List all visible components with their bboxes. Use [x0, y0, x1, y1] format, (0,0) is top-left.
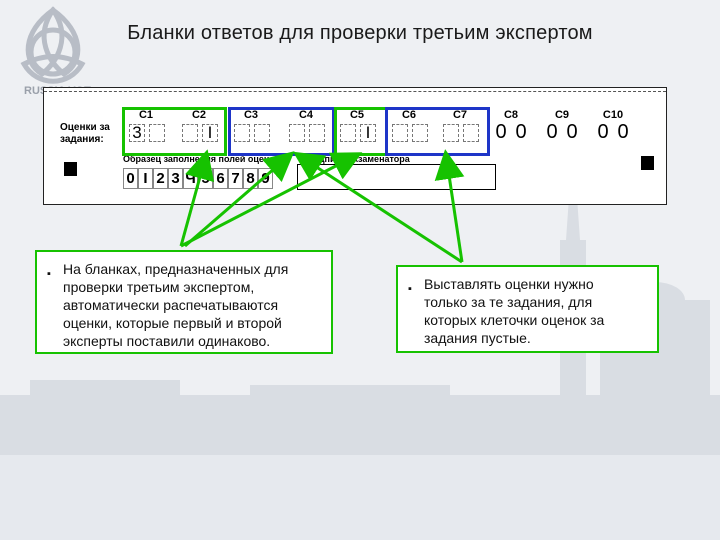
callout-line: автоматически распечатываются [63, 297, 279, 313]
score-cell-c4-2[interactable] [309, 124, 325, 142]
sample-digit: 3 [168, 168, 183, 189]
square-bullet-icon: ▪ [408, 283, 412, 295]
score-cell-c3-1[interactable] [234, 124, 250, 142]
column-header-c9: C9 [554, 109, 570, 121]
callout-line: оценки, которые первый и второй [63, 315, 282, 331]
scores-label-line2: задания: [60, 134, 104, 145]
callout-line: задания пустые. [424, 330, 531, 346]
sample-digit: 2 [153, 168, 168, 189]
sample-digit: 6 [213, 168, 228, 189]
score-cell-c6-2[interactable] [412, 124, 428, 142]
callout-right-text: Выставлять оценки нужно только за те зада… [424, 275, 604, 347]
signature-field[interactable] [297, 164, 496, 190]
scores-label: Оценки за задания: [60, 122, 132, 146]
score-cell-c4-1[interactable] [289, 124, 305, 142]
column-header-c8: C8 [503, 109, 519, 121]
callout-left-text: На бланках, предназначенных для проверки … [63, 260, 288, 350]
form-top-dash [44, 91, 666, 92]
corner-marker-right [641, 156, 654, 170]
callout-right: ▪ Выставлять оценки нужно только за те за… [396, 265, 659, 353]
callout-line: которых клеточки оценок за [424, 312, 605, 328]
column-header-c6: C6 [401, 109, 417, 121]
score-cell-c7-2[interactable] [463, 124, 479, 142]
column-header-c2: C2 [191, 109, 207, 121]
callout-line: Выставлять оценки нужно [424, 276, 594, 292]
column-header-c1: C1 [138, 109, 154, 121]
score-cell-c6-1[interactable] [392, 124, 408, 142]
highlight-c5 [334, 107, 388, 156]
callout-line: На бланках, предназначенных для [63, 261, 289, 277]
callout-left: ▪ На бланках, предназначенных для проверк… [35, 250, 333, 354]
scores-label-line1: Оценки за [60, 122, 110, 133]
score-cell-c9-2[interactable]: 0 [566, 121, 578, 143]
corner-marker-left [64, 162, 77, 176]
score-cell-c1-1[interactable]: 3 [129, 124, 145, 142]
score-cell-c8-2[interactable]: 0 [515, 121, 527, 143]
sample-digit: 7 [228, 168, 243, 189]
triquetra-logo: RUSSIA VOT [20, 6, 91, 97]
score-cell-c10-2[interactable]: 0 [617, 121, 629, 143]
highlight-c3-c4 [228, 107, 335, 156]
score-cell-c8-1[interactable]: 0 [495, 121, 507, 143]
column-header-c3: C3 [243, 109, 259, 121]
score-cell-c9-1[interactable]: 0 [546, 121, 558, 143]
sample-digit: I [138, 168, 153, 189]
sample-digit: 8 [243, 168, 258, 189]
score-cell-c7-1[interactable] [443, 124, 459, 142]
score-cell-c2-1[interactable] [182, 124, 198, 142]
column-header-c5: C5 [349, 109, 365, 121]
callout-line: проверки третьим экспертом, [63, 279, 255, 295]
score-cell-c3-2[interactable] [254, 124, 270, 142]
sample-digit: 9 [258, 168, 273, 189]
score-cell-c10-1[interactable]: 0 [597, 121, 609, 143]
highlight-c6-c7 [385, 107, 490, 156]
callout-line: только за те задания, для [424, 294, 593, 310]
score-cell-c1-2[interactable] [149, 124, 165, 142]
sample-digit: 0 [123, 168, 138, 189]
score-cell-c5-2[interactable]: I [360, 124, 376, 142]
highlight-c1-c2 [122, 107, 227, 156]
sample-digit: 5 [198, 168, 213, 189]
sample-digit: Ч [183, 168, 198, 189]
score-cell-c2-2[interactable]: I [202, 124, 218, 142]
column-header-c10: C10 [602, 109, 624, 121]
column-header-c4: C4 [298, 109, 314, 121]
column-header-c7: C7 [452, 109, 468, 121]
slide-title: Бланки ответов для проверки третьим эксп… [127, 22, 593, 44]
callout-line: эксперты поставили одинаково. [63, 333, 271, 349]
square-bullet-icon: ▪ [47, 268, 51, 280]
score-cell-c5-1[interactable] [340, 124, 356, 142]
